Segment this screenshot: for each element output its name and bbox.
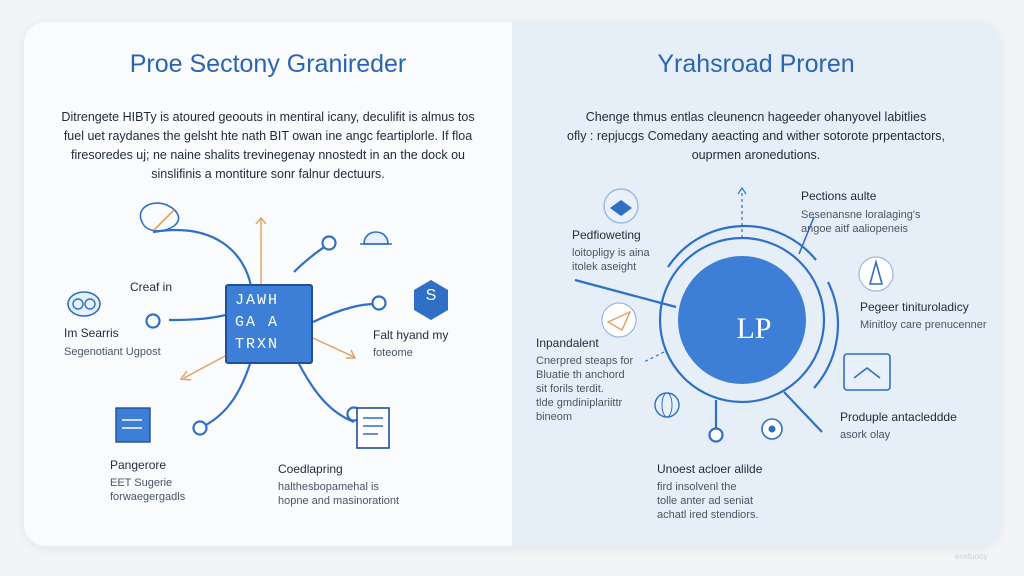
sub-line: tlde gmdiniplariittr [536, 397, 623, 409]
node-creaf-label: Creaf in [130, 280, 173, 294]
pen-tablet-icon [139, 202, 180, 232]
node-falthand-label: Falt hyand my [373, 328, 449, 342]
cap-icon [603, 188, 639, 224]
folder-icon [115, 407, 151, 443]
node-pedfioweting-label: Pedfioweting [572, 228, 641, 242]
sub-line: angoe aitf aaliopeneis [801, 223, 909, 235]
sub-line: sit forils terdit. [536, 383, 604, 395]
node-coedlapring-sub: halthesbopamehal is hopne and masinorati… [278, 480, 399, 508]
sub-line: Cnerpred steaps for [536, 355, 634, 367]
right-paragraph: Chenge thmus entlas cleunencn hageeder o… [532, 108, 980, 165]
center-code-block: JAWH GA A TRXN [225, 284, 313, 364]
node-unoest-sub: fird insolvenl the tolle anter ad seniat… [657, 480, 759, 522]
connector-lines [67, 186, 894, 449]
sub-line: bineom [536, 411, 573, 423]
right-paragraph-line: Chenge thmus entlas cleunencn hageeder o… [585, 110, 927, 124]
node-inpandalent-label: Inpandalent [536, 336, 599, 350]
code-line: JAWH [235, 292, 280, 309]
code-line: GA A [235, 314, 280, 331]
sub-line: Sesenansne loralaging's [801, 209, 921, 221]
node-im-searris-label: Im Searris [64, 326, 119, 340]
node-coedlapring-label: Coedlapring [278, 462, 343, 476]
node-pections-label: Pections aulte [801, 189, 877, 203]
watermark: ecetuooy [955, 552, 988, 561]
gear-icon [761, 418, 783, 440]
node-falthand-sub: foteome [373, 347, 413, 359]
right-title: Yrahsroad Proren [657, 50, 855, 78]
globe-icon [654, 392, 680, 418]
tower-icon [858, 256, 894, 292]
node-produple-sub: asork olay [840, 429, 891, 441]
left-paragraph-line: firesoredes uj; ne naine shalits trevine… [70, 148, 465, 162]
paper-plane-icon [601, 302, 637, 338]
helmet-icon [360, 231, 392, 245]
right-paragraph-line: ofly : repjucgs Comedany aeacting and wi… [567, 129, 945, 143]
left-paragraph-line: Ditrengete HIBTy is atoured geoouts in m… [61, 110, 475, 124]
right-paragraph-line: ouprmen aronedutions. [691, 148, 821, 162]
sub-line: hopne and masinorationt [278, 495, 400, 507]
left-paragraph: Ditrengete HIBTy is atoured geoouts in m… [44, 108, 492, 184]
badge-letter: S [425, 287, 437, 304]
node-pangerore-label: Pangerore [110, 458, 167, 472]
code-line: TRXN [235, 336, 280, 353]
hexagon-badge: S [414, 278, 448, 316]
node-pegeer-sub: Minitloy care prenucenner [860, 319, 987, 331]
node-inpandalent-sub: Cnerpred steaps for Bluatie th anchord s… [536, 354, 633, 424]
sub-line: Bluatie th anchord [536, 369, 625, 381]
left-paragraph-line: sinslifinis a montiture sonr falnur dect… [151, 167, 385, 181]
hub-label: LP [736, 312, 772, 345]
node-im-searris-sub: Segenotiant Ugpost [64, 346, 161, 358]
node-produple-label: Produple antacleddde [840, 410, 957, 424]
sub-line: EET Sugerie [110, 477, 173, 489]
node-pedfioweting-sub: loitopligy is aina itolek aseight [572, 246, 650, 274]
monitor-icon [843, 353, 891, 391]
sub-line: itolek aseight [572, 261, 637, 273]
left-title: Proe Sectony Granireder [129, 50, 407, 78]
sub-line: fird insolvenl the [657, 481, 737, 493]
hexagon-s-icon [414, 280, 448, 320]
document-icon [356, 407, 390, 449]
infographic-frame: Proe Sectony Granireder Ditrengete HIBTy… [24, 22, 1000, 546]
node-pections-sub: Sesenansne loralaging's angoe aitf aalio… [801, 208, 921, 236]
node-pegeer-label: Pegeer tinituroladicy [860, 300, 969, 314]
sub-line: loitopligy is aina [572, 247, 650, 259]
sub-line: forwaegergadls [110, 491, 186, 503]
sub-line: halthesbopamehal is [278, 481, 379, 493]
left-paragraph-line: fuel uet raydanes the gelsht hte nath BI… [63, 129, 473, 143]
sub-line: tolle anter ad seniat [657, 495, 754, 507]
node-pangerore-sub: EET Sugerie forwaegergadls [110, 476, 185, 504]
glasses-icon [67, 291, 101, 317]
node-unoest-label: Unoest acloer alilde [657, 462, 763, 476]
sub-line: achatl ired stendiors. [657, 509, 759, 521]
